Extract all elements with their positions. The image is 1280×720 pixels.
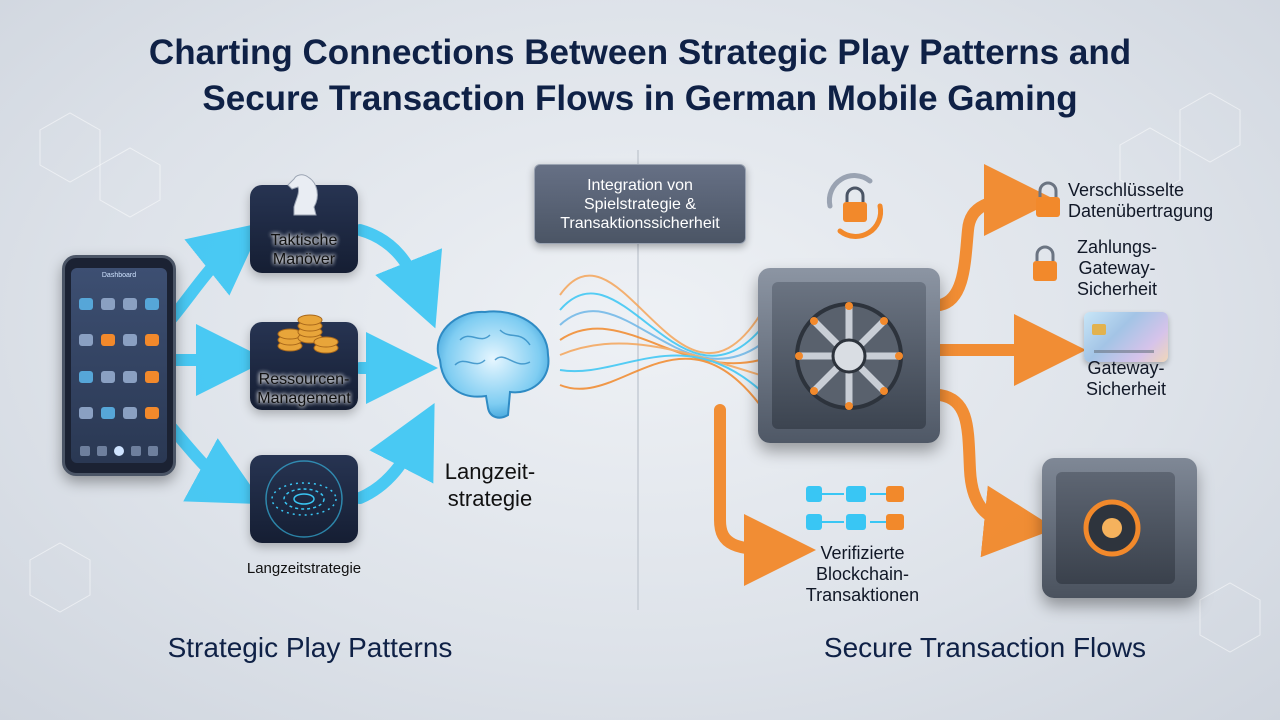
tile-resource-label-1: Ressourcen-	[258, 371, 350, 388]
arrow-vault-to-blockchain	[714, 404, 816, 586]
arrow-vault-to-encryption	[934, 164, 1056, 311]
phone-header: Dashboard	[101, 272, 137, 279]
arrow-tactics-to-brain	[354, 224, 443, 329]
padlock-icon-encryption	[1036, 181, 1060, 217]
tile-long-term-caption: Langzeitstrategie	[246, 560, 362, 577]
credit-card-icon	[1084, 312, 1168, 362]
section-label-right: Secure Transaction Flows	[823, 632, 1147, 663]
small-safe	[1042, 458, 1197, 598]
label-blockchain-line-1: Verifizierte	[820, 543, 905, 563]
label-payment-line-3: Sicherheit	[1076, 279, 1158, 299]
callout-line-3: Transaktionssicherheit	[560, 215, 720, 232]
tile-resource-management: Ressourcen- Management	[250, 314, 358, 410]
tile-tactical-label-1: Taktische	[270, 232, 338, 249]
brain-caption-line-2: strategie	[447, 486, 533, 511]
label-gateway-security: Gateway- Sicherheit	[1068, 358, 1184, 400]
coin-stacks-icon	[277, 314, 339, 354]
arrow-phone-to-tactics	[166, 222, 264, 324]
page-title: Charting Connections Between Strategic P…	[0, 30, 1280, 122]
blockchain-chain-icon	[806, 486, 904, 530]
smartphone: Dashboard	[62, 255, 176, 476]
label-blockchain-line-3: Transaktionen	[805, 585, 920, 605]
label-payment-line-1: Zahlungs-	[1076, 237, 1158, 257]
label-blockchain-line-2: Blockchain-	[815, 564, 910, 584]
title-line-2: Secure Transaction Flows in German Mobil…	[202, 79, 1078, 118]
chess-knight-icon	[287, 174, 318, 216]
arrow-phone-to-longterm	[166, 422, 264, 505]
section-label-left: Strategic Play Patterns	[167, 632, 453, 663]
label-verified-blockchain: Verifizierte Blockchain- Transaktionen	[795, 543, 930, 606]
label-encrypted-transfer: Verschlüsselte Datenübertragung	[1068, 180, 1238, 222]
vault-wheel-icon	[795, 302, 903, 410]
phone-screen: Dashboard	[71, 268, 167, 463]
arrow-longterm-to-brain	[354, 403, 435, 504]
title-line-1: Charting Connections Between Strategic P…	[148, 33, 1132, 72]
cycle-lock-icon	[826, 173, 884, 239]
brain-caption-line-1: Langzeit-	[444, 459, 536, 484]
brain-icon	[436, 310, 550, 419]
phone-bottom-nav	[77, 446, 161, 458]
tile-long-term-strategy	[250, 455, 358, 543]
tile-tactical-maneuvers: Taktische Manöver	[250, 174, 358, 273]
arrow-vault-to-safe	[934, 389, 1056, 558]
vault-safe	[758, 268, 940, 443]
label-encrypted-line-1: Verschlüsselte	[1068, 180, 1185, 200]
phone-game-grid	[79, 298, 159, 435]
label-gateway-line-2: Sicherheit	[1085, 379, 1167, 399]
safe-dial-icon	[1083, 499, 1141, 557]
tile-resource-label-2: Management	[257, 390, 351, 407]
padlock-icon-gateway	[1033, 245, 1057, 281]
label-encrypted-line-2: Datenübertragung	[1068, 201, 1214, 221]
orbit-rings-icon	[265, 460, 343, 538]
integration-callout: Integration von Spielstrategie & Transak…	[534, 164, 746, 244]
callout-line-2: Spielstrategie &	[583, 196, 697, 213]
label-gateway-line-1: Gateway-	[1087, 358, 1165, 378]
label-payment-line-2: Gateway-	[1078, 258, 1156, 278]
callout-line-1: Integration von	[587, 177, 693, 194]
brain-caption: Langzeit- strategie	[420, 458, 560, 512]
tile-tactical-label-2: Manöver	[272, 251, 336, 268]
label-payment-gateway: Zahlungs- Gateway- Sicherheit	[1062, 237, 1172, 300]
